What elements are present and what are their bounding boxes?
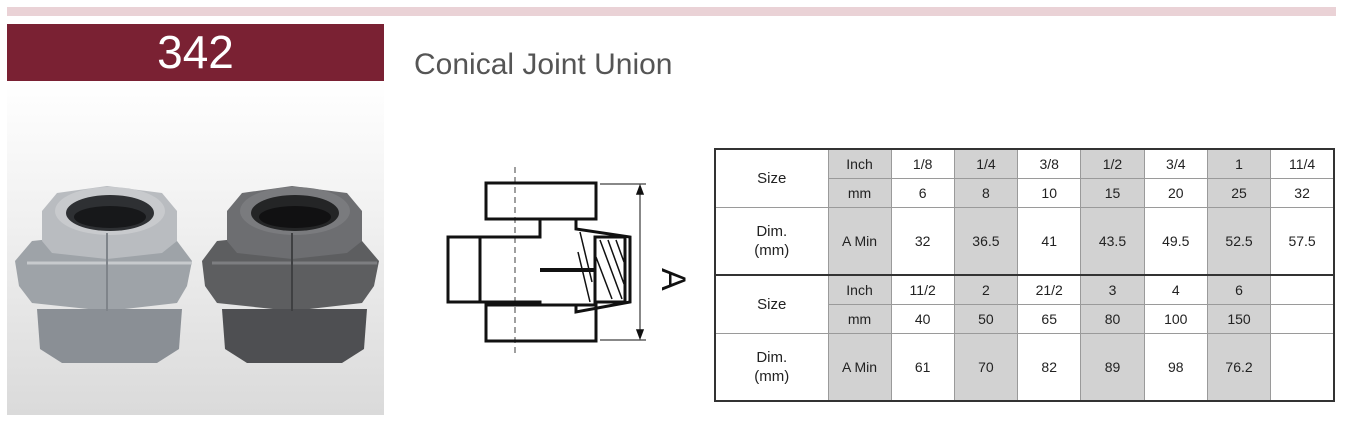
- table-cell: 1: [1206, 148, 1272, 180]
- table-cell: 65: [1017, 304, 1082, 335]
- table-cell: 76.2: [1206, 333, 1272, 402]
- table-cell: [1270, 333, 1335, 402]
- table-cell: 1/2: [1080, 148, 1145, 180]
- table-cell: 36.5: [953, 207, 1019, 276]
- table-cell: 61: [890, 333, 955, 402]
- mm-label: mm: [827, 178, 892, 209]
- table-cell: 6: [890, 178, 955, 209]
- table-cell: 52.5: [1206, 207, 1272, 276]
- table-cell: 3/8: [1017, 148, 1082, 180]
- table-cell: 11/2: [890, 274, 955, 306]
- table-cell: [1270, 304, 1335, 335]
- table-cell: 32: [890, 207, 955, 276]
- table-cell: 20: [1143, 178, 1208, 209]
- table-cell: 21/2: [1017, 274, 1082, 306]
- table-cell: 70: [953, 333, 1019, 402]
- table-cell: 3/4: [1143, 148, 1208, 180]
- top-rule: [7, 7, 1336, 16]
- table-cell: 82: [1017, 333, 1082, 402]
- dim-label: Dim.(mm): [714, 207, 829, 276]
- table-cell: 43.5: [1080, 207, 1145, 276]
- product-title: Conical Joint Union: [414, 48, 673, 81]
- table-cell: 1/4: [953, 148, 1019, 180]
- dimension-a-label: A: [654, 268, 690, 291]
- table-cell: 4: [1143, 274, 1208, 306]
- table-cell: 10: [1017, 178, 1082, 209]
- table-cell: 98: [1143, 333, 1208, 402]
- table-cell: 41: [1017, 207, 1082, 276]
- dimension-table: Size Inch 1/8 1/4 3/8 1/2 3/4 1 11/4 mm …: [714, 148, 1335, 402]
- table-cell: 50: [953, 304, 1019, 335]
- table-cell: 150: [1206, 304, 1272, 335]
- dim-label: Dim.(mm): [714, 333, 829, 402]
- table-row-inch-2: Size Inch 11/2 2 21/2 3 4 6: [714, 274, 1335, 335]
- table-cell: 32: [1270, 178, 1335, 209]
- table-cell: 1/8: [890, 148, 955, 180]
- table-row-inch-1: Size Inch 1/8 1/4 3/8 1/2 3/4 1 11/4: [714, 148, 1335, 209]
- mm-label: mm: [827, 304, 892, 335]
- technical-drawing: A: [440, 162, 692, 372]
- black-union-image: [202, 186, 379, 363]
- table-row-amin-2: Dim.(mm) A Min 61 70 82 89 98 76.2: [714, 333, 1335, 402]
- inch-label: Inch: [827, 274, 892, 306]
- size-label: Size: [714, 148, 829, 209]
- table-cell: 40: [890, 304, 955, 335]
- table-cell: 57.5: [1270, 207, 1335, 276]
- table-cell: 8: [953, 178, 1019, 209]
- product-code: 342: [7, 24, 384, 81]
- product-photo: [7, 81, 384, 415]
- table-cell: 11/4: [1270, 148, 1335, 180]
- table-cell: 89: [1080, 333, 1145, 402]
- amin-label: A Min: [827, 207, 892, 276]
- table-cell: 80: [1080, 304, 1145, 335]
- union-cross-section-drawing: A: [446, 167, 692, 357]
- table-cell: 6: [1206, 274, 1272, 306]
- table-cell: 25: [1206, 178, 1272, 209]
- size-label: Size: [714, 274, 829, 335]
- table-cell: 3: [1080, 274, 1145, 306]
- table-cell: 49.5: [1143, 207, 1208, 276]
- table-row-mm-2: mm 40 50 65 80 100 150: [715, 304, 1335, 335]
- table-cell: 2: [953, 274, 1019, 306]
- galvanized-union-image: [15, 186, 192, 363]
- table-row-amin-1: Dim.(mm) A Min 32 36.5 41 43.5 49.5 52.5…: [714, 207, 1335, 276]
- table-cell: [1270, 274, 1335, 306]
- table-row-mm-1: mm 6 8 10 15 20 25 32: [715, 178, 1335, 209]
- amin-label: A Min: [827, 333, 892, 402]
- table-cell: 15: [1080, 178, 1145, 209]
- inch-label: Inch: [827, 148, 892, 180]
- table-cell: 100: [1143, 304, 1208, 335]
